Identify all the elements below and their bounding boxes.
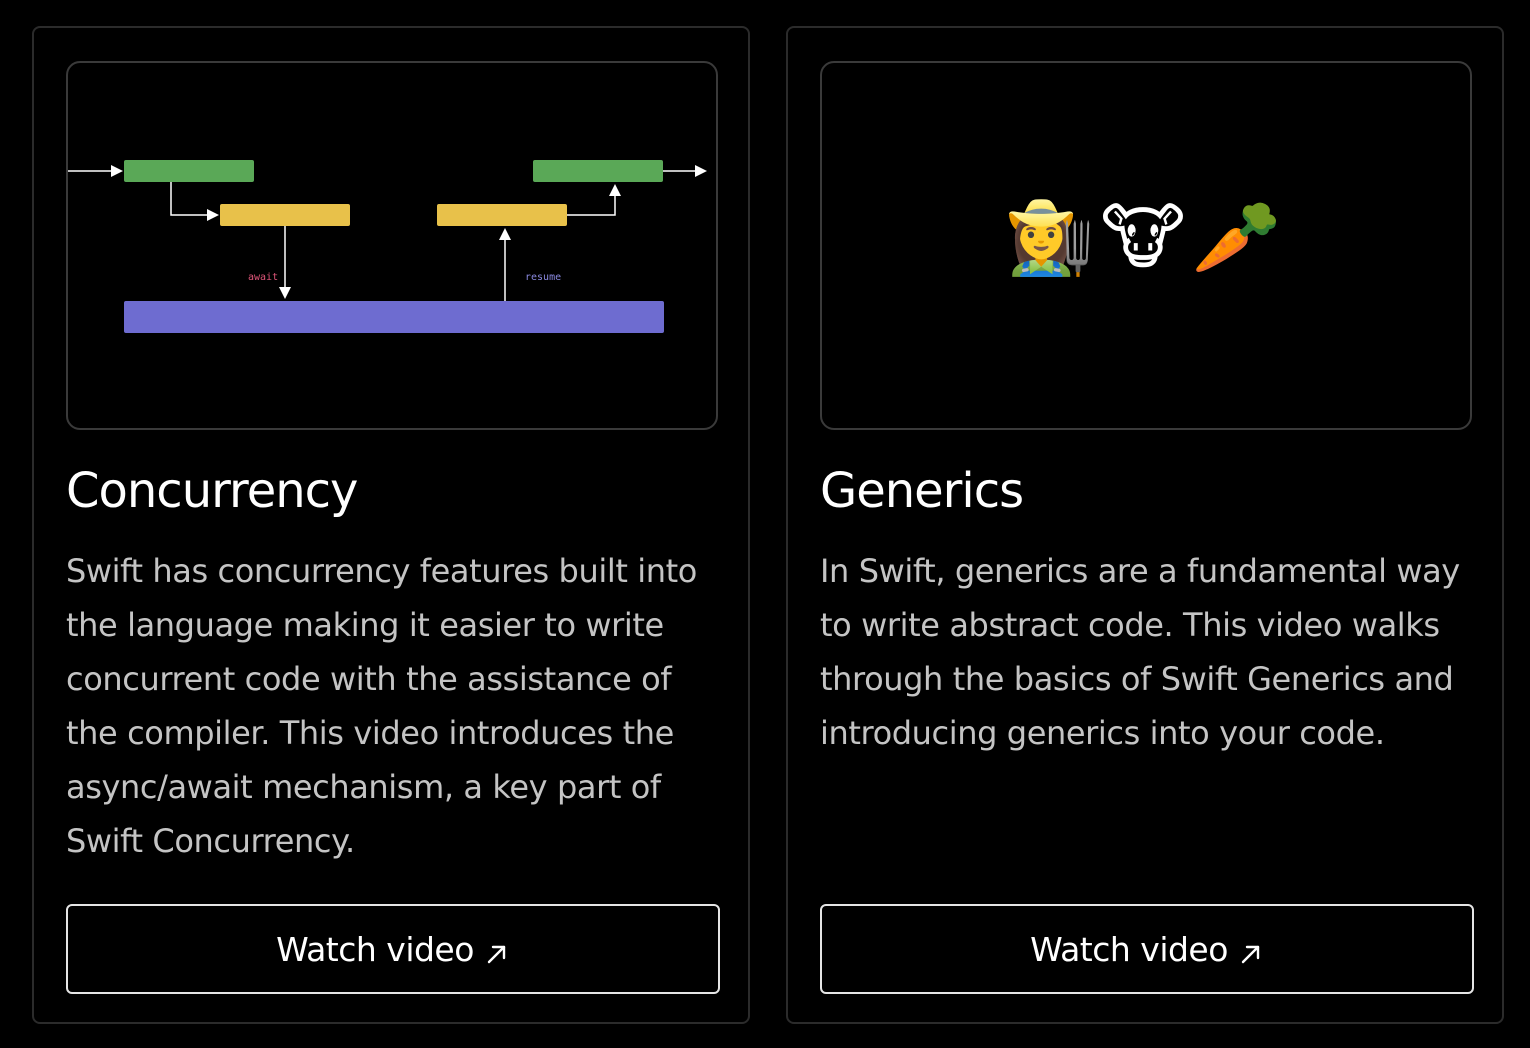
connector-arrow-right [567,184,621,216]
generics-card: 👩‍🌾🐮🥕 Generics In Swift, generics are a … [786,26,1504,1024]
yellow-block-right [437,204,567,226]
card-title: Generics [820,463,1024,519]
card-description: In Swift, generics are a fundamental way… [820,552,1460,752]
card-title: Concurrency [66,463,358,519]
arrow-up-right-icon [484,936,510,964]
async-await-diagram: await resume [68,160,707,333]
green-block-left [124,160,254,182]
farmer-emoji: 👩‍🌾 [1004,195,1101,279]
card-description: Swift has concurrency features built int… [66,552,697,860]
await-label: await [248,272,278,283]
arrow-up-right-icon [1238,936,1264,964]
resume-label: resume [525,272,561,283]
connector-arrow-left [170,182,219,221]
generics-thumbnail: 👩‍🌾🐮🥕 [820,61,1472,430]
watch-video-label: Watch video [276,929,474,969]
green-block-right [533,160,663,182]
emoji-row: 👩‍🌾🐮🥕 [822,189,1470,285]
watch-video-label: Watch video [1030,929,1228,969]
watch-video-button[interactable]: Watch video [66,904,720,994]
concurrency-thumbnail: await resume [66,61,718,430]
cow-emoji: 🐮 [1100,195,1192,279]
watch-video-button[interactable]: Watch video [820,904,1474,994]
yellow-block-left [220,204,350,226]
purple-bar [124,301,664,333]
carrot-emoji: 🥕 [1191,195,1288,279]
concurrency-card: await resume Concurrency Swift has concu… [32,26,750,1024]
